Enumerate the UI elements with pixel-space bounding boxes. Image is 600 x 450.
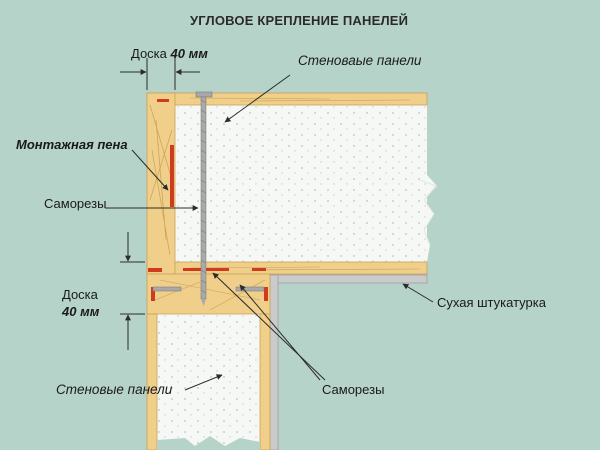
wall-panels-top-label: Стеноваые панели [298,53,422,68]
board-top-word: Доска [131,46,167,61]
mounting-foam-label: Монтажная пена [16,137,128,152]
drywall-label: Сухая штукатурка [437,295,546,310]
top-wall-panel [146,92,437,275]
wall-panels-bottom-label: Стеновые панели [56,382,173,397]
screws-left-label: Саморезы [44,196,107,211]
drywall-layer [269,274,428,450]
screws [152,91,265,306]
screws-bottom-label: Саморезы [322,382,385,397]
board-left-word: Доска [62,287,98,302]
board-top-size: 40 мм [170,46,208,61]
bottom-wall-panel [146,273,271,450]
board-left-size: 40 мм [62,304,100,319]
diagram-title: УГЛОВОЕ КРЕПЛЕНИЕ ПАНЕЛЕЙ [190,13,409,28]
dimension-lines [120,58,200,350]
leader-lines [105,74,434,391]
board-left-label: Доска 40 мм [62,286,99,320]
board-top-label: Доска 40 мм [131,46,208,61]
